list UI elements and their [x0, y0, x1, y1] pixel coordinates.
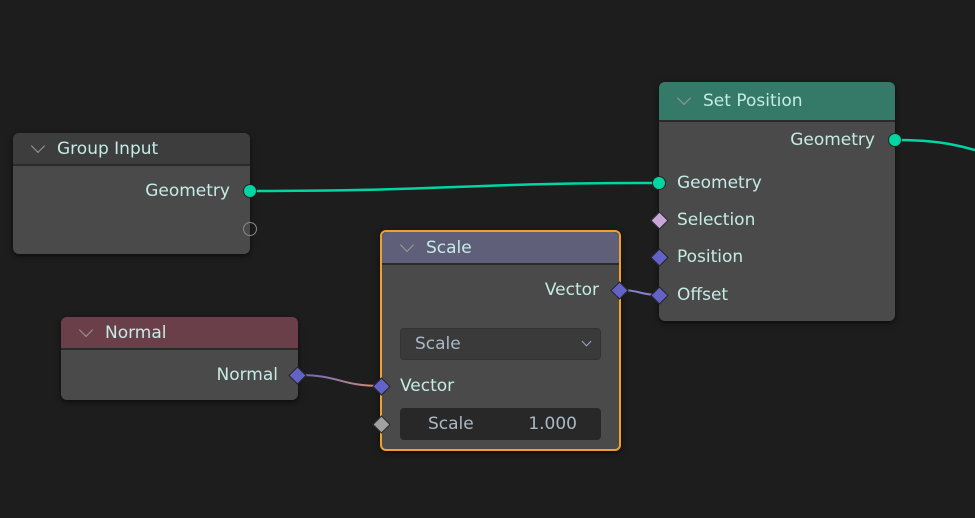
input-label: Position — [677, 247, 744, 267]
collapse-chevron-icon[interactable] — [30, 138, 46, 153]
node-title: Normal — [105, 322, 167, 343]
operation-dropdown[interactable]: Scale — [400, 328, 601, 360]
node-title: Scale — [426, 237, 472, 258]
geometry-input-socket[interactable] — [652, 176, 666, 190]
input-label: Offset — [677, 285, 729, 305]
operation-value: Scale — [415, 334, 461, 354]
input-label: Selection — [677, 210, 756, 230]
scale-node[interactable]: Scale Vector Scale Vector Scale 1.000 — [372, 230, 629, 451]
scale-field[interactable]: Scale 1.000 — [400, 408, 601, 440]
collapse-chevron-icon[interactable] — [399, 237, 415, 252]
output-label: Vector — [544, 280, 599, 300]
node-title: Set Position — [703, 91, 803, 111]
link-geometry — [249, 181, 660, 193]
input-label: Geometry — [677, 173, 762, 193]
geometry-output-socket[interactable] — [888, 133, 902, 147]
link-geometry-out — [894, 138, 975, 152]
node-header[interactable]: Set Position — [659, 82, 895, 122]
empty-output-socket[interactable] — [243, 222, 257, 236]
set-position-node[interactable]: Set Position Geometry Geometry Selection… — [650, 82, 902, 321]
output-label: Normal — [216, 365, 278, 385]
normal-node[interactable]: Normal Normal — [61, 317, 307, 400]
scale-value: 1.000 — [528, 414, 577, 434]
output-label: Geometry — [145, 181, 230, 201]
collapse-chevron-icon[interactable] — [676, 90, 692, 106]
geometry-output-socket[interactable] — [243, 184, 257, 198]
input-label: Vector — [400, 376, 455, 396]
output-label: Geometry — [790, 130, 875, 150]
node-header[interactable]: Normal — [61, 317, 298, 350]
node-header[interactable]: Scale — [382, 232, 619, 265]
link-normal — [297, 374, 382, 387]
node-title: Group Input — [57, 138, 159, 159]
scale-label: Scale — [428, 414, 474, 434]
collapse-chevron-icon[interactable] — [78, 322, 94, 337]
node-header[interactable]: Group Input — [13, 133, 250, 166]
chevron-down-icon — [581, 336, 592, 347]
group-input-node[interactable]: Group Input Geometry — [13, 133, 257, 254]
